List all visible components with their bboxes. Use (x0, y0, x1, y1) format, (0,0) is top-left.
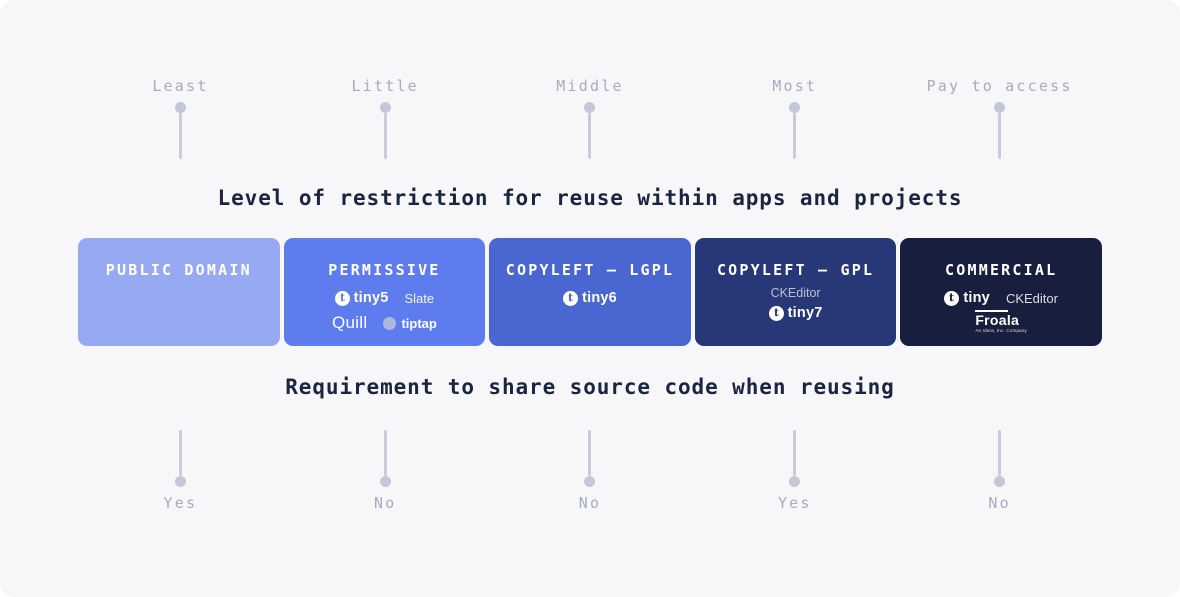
scale-marker-little: Little (283, 76, 488, 159)
tinymce-icon (563, 290, 579, 306)
card-title: PUBLIC DOMAIN (105, 261, 252, 279)
tinymce-icon (944, 290, 960, 306)
pin-line (998, 113, 1002, 159)
tinymce-label: tiny5 (353, 290, 389, 306)
restriction-title: Level of restriction for reuse within ap… (217, 186, 963, 210)
scale-marker-least: Least (78, 76, 283, 159)
pin-dot-icon (584, 476, 596, 487)
tinymce-logo: tiny6 (563, 290, 617, 306)
pin-dot-icon (789, 102, 801, 113)
pin-dot-icon (584, 102, 596, 113)
card-logos: tiny CKEditor Froala An Idera, Inc. Comp… (944, 289, 1058, 332)
card-logos: CKEditor tiny7 (768, 284, 823, 322)
pin-line (998, 430, 1002, 476)
pin-line (793, 113, 797, 159)
tinymce-label: tiny6 (582, 290, 617, 306)
tinymce-logo: tiny7 (768, 305, 823, 321)
pin-line (383, 113, 387, 159)
card-public-domain: PUBLIC DOMAIN (78, 238, 280, 346)
tinymce-icon (768, 305, 784, 321)
pin-dot-icon (379, 476, 391, 487)
scale-marker-yes-2: Yes (692, 430, 897, 513)
ckeditor-logo: CKEditor (1005, 290, 1058, 306)
scale-marker-no-3: No (897, 430, 1102, 513)
pin-dot-icon (174, 102, 186, 113)
scale-marker-most: Most (692, 76, 897, 159)
card-permissive: PERMISSIVE tiny5 Slate Quill tiptap (283, 238, 486, 346)
restriction-scale: Least Little Middle Most Pay to access (78, 76, 1102, 159)
card-logos: tiny5 Slate Quill tiptap (332, 289, 437, 332)
card-commercial: COMMERCIAL tiny CKEditor Froala An Idera… (900, 238, 1102, 346)
pin-line (588, 430, 592, 476)
tinymce-label: tiny7 (787, 305, 823, 321)
share-scale: Yes No No Yes No (78, 430, 1102, 513)
pin-dot-icon (789, 476, 801, 487)
scale-label: No (988, 494, 1011, 512)
card-title: COMMERCIAL (945, 261, 1058, 279)
card-logos: tiny6 (563, 289, 617, 307)
pin-line (178, 430, 182, 476)
slate-logo: Slate (404, 290, 435, 306)
scale-label: Pay to access (926, 77, 1073, 95)
tinymce-logo: tiny5 (334, 290, 389, 306)
quill-logo: Quill (331, 313, 368, 332)
tiptap-logo: tiptap (383, 315, 437, 331)
tinymce-logo: tiny (944, 290, 990, 306)
scale-marker-middle: Middle (488, 76, 693, 159)
scale-label: No (578, 494, 602, 512)
tiptap-label: tiptap (401, 315, 437, 331)
froala-label: Froala (975, 312, 1020, 328)
license-cards: PUBLIC DOMAIN PERMISSIVE tiny5 Slate Qui… (78, 238, 1102, 346)
scale-label: Yes (777, 494, 812, 512)
pin-dot-icon (994, 102, 1006, 113)
scale-marker-yes-1: Yes (78, 430, 283, 513)
scale-label: Most (772, 77, 818, 95)
froala-logo: Froala An Idera, Inc. Company (975, 310, 1028, 333)
scale-label: Middle (556, 77, 624, 95)
pin-dot-icon (174, 476, 186, 487)
card-copyleft-lgpl: COPYLEFT — LGPL tiny6 (489, 238, 691, 346)
card-title: COPYLEFT — GPL (716, 261, 875, 279)
pin-line (793, 430, 797, 476)
pin-dot-icon (994, 476, 1006, 487)
pin-line (588, 113, 592, 159)
froala-tagline: An Idera, Inc. Company (975, 327, 1028, 333)
card-title: COPYLEFT — LGPL (505, 261, 675, 279)
tinymce-icon (334, 290, 350, 306)
card-title: PERMISSIVE (328, 261, 441, 279)
pin-line (178, 113, 182, 159)
pin-line (383, 430, 387, 476)
ckeditor-logo: CKEditor (770, 286, 821, 300)
tiptap-icon (383, 316, 397, 330)
scale-label: No (373, 494, 397, 512)
tinymce-label: tiny (963, 290, 990, 306)
pin-dot-icon (379, 102, 391, 113)
scale-marker-no-1: No (283, 430, 488, 513)
scale-marker-pay-to-access: Pay to access (897, 76, 1102, 159)
scale-marker-no-2: No (488, 430, 693, 513)
scale-label: Least (152, 77, 209, 95)
share-title: Requirement to share source code when re… (285, 375, 895, 399)
scale-label: Little (351, 77, 419, 95)
scale-label: Yes (163, 494, 198, 512)
card-copyleft-gpl: COPYLEFT — GPL CKEditor tiny7 (694, 238, 897, 346)
froala-overline (975, 310, 1009, 312)
